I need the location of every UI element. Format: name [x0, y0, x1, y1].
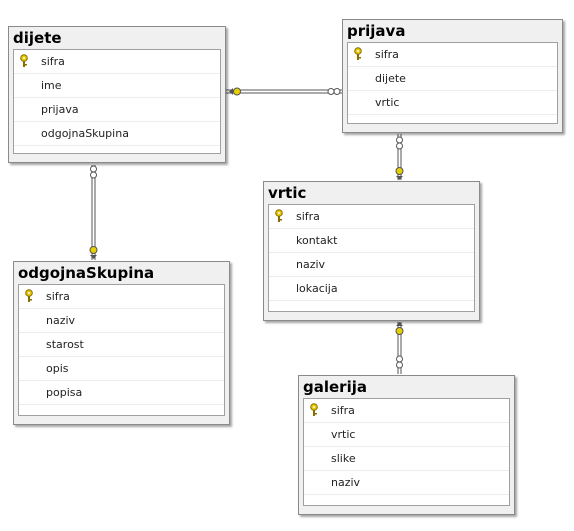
column-name: naziv [296, 258, 326, 271]
column-name: starost [46, 338, 84, 351]
column-row[interactable]: dijete [348, 67, 557, 91]
infinity-end-icon [90, 171, 97, 179]
infinity-end-icon [90, 165, 97, 173]
relationship-dijete-odgojnaSkupina[interactable] [89, 165, 98, 260]
column-name: prijava [41, 103, 79, 116]
column-row[interactable]: lokacija [269, 277, 474, 301]
column-name: odgojnaSkupina [41, 127, 129, 140]
column-list: sifra ime prijava odgojnaSkupina [13, 49, 221, 154]
column-name: ime [41, 79, 62, 92]
column-row[interactable]: sifra [14, 50, 220, 74]
table-dijete[interactable]: dijete sifra ime prijava odgojnaSkupina [8, 26, 226, 163]
column-list: sifra dijete vrtic [347, 42, 558, 124]
column-name: vrtic [375, 96, 400, 109]
column-row[interactable]: sifra [348, 43, 557, 67]
column-name: popisa [46, 386, 83, 399]
relationship-vrtic-galerija[interactable] [395, 322, 404, 374]
column-name: lokacija [296, 282, 338, 295]
key-icon [275, 209, 283, 222]
key-end-icon [229, 88, 233, 95]
column-row[interactable]: sifra [304, 399, 509, 423]
column-row[interactable]: naziv [19, 309, 224, 333]
relationship-dijete-prijava[interactable] [226, 87, 342, 96]
column-list: sifra naziv starost opis popisa [18, 284, 225, 416]
infinity-end-icon [333, 88, 341, 95]
column-name: sifra [375, 48, 399, 61]
column-row[interactable]: naziv [269, 253, 474, 277]
column-name: slike [331, 452, 356, 465]
column-row[interactable]: vrtic [348, 91, 557, 115]
column-name: vrtic [331, 428, 356, 441]
infinity-end-icon [396, 142, 403, 150]
infinity-end-icon [327, 88, 335, 95]
table-galerija[interactable]: galerija sifra vrtic slike naziv [298, 375, 515, 515]
column-name: sifra [331, 404, 355, 417]
column-row[interactable]: ime [14, 74, 220, 98]
key-icon [310, 403, 318, 416]
relationship-prijava-vrtic[interactable] [395, 134, 404, 180]
column-list: sifra vrtic slike naziv [303, 398, 510, 506]
column-row[interactable]: prijava [14, 98, 220, 122]
column-name: sifra [41, 55, 65, 68]
infinity-end-icon [396, 361, 403, 369]
column-list: sifra kontakt naziv lokacija [268, 204, 475, 312]
table-vrtic[interactable]: vrtic sifra kontakt naziv lokacija [263, 181, 480, 321]
column-name: dijete [375, 72, 406, 85]
key-icon [354, 47, 362, 60]
key-end-icon [395, 327, 404, 335]
column-row[interactable]: sifra [269, 205, 474, 229]
key-end-icon [233, 87, 241, 96]
column-name: opis [46, 362, 69, 375]
table-title: odgojnaSkupina [18, 264, 155, 282]
table-title: prijava [347, 22, 406, 40]
infinity-end-icon [396, 136, 403, 144]
column-row[interactable]: slike [304, 447, 509, 471]
table-prijava[interactable]: prijava sifra dijete vrtic [342, 19, 563, 133]
key-end-icon [89, 246, 98, 254]
column-name: naziv [46, 314, 76, 327]
column-name: sifra [296, 210, 320, 223]
key-icon [25, 289, 33, 302]
key-end-icon [396, 322, 403, 326]
key-end-icon [90, 255, 97, 259]
table-odgojnaSkupina[interactable]: odgojnaSkupina sifra naziv starost opis … [13, 261, 230, 425]
key-icon [20, 54, 28, 67]
table-title: vrtic [268, 184, 307, 202]
key-end-icon [396, 176, 403, 180]
column-name: sifra [46, 290, 70, 303]
table-title: galerija [303, 378, 367, 396]
table-title: dijete [13, 29, 62, 47]
column-row[interactable]: odgojnaSkupina [14, 122, 220, 146]
key-end-icon [395, 167, 404, 175]
column-row[interactable]: sifra [19, 285, 224, 309]
column-row[interactable]: vrtic [304, 423, 509, 447]
column-name: naziv [331, 476, 361, 489]
column-row[interactable]: kontakt [269, 229, 474, 253]
column-row[interactable]: popisa [19, 381, 224, 405]
infinity-end-icon [396, 355, 403, 363]
column-row[interactable]: starost [19, 333, 224, 357]
column-row[interactable]: opis [19, 357, 224, 381]
column-name: kontakt [296, 234, 338, 247]
column-row[interactable]: naziv [304, 471, 509, 495]
